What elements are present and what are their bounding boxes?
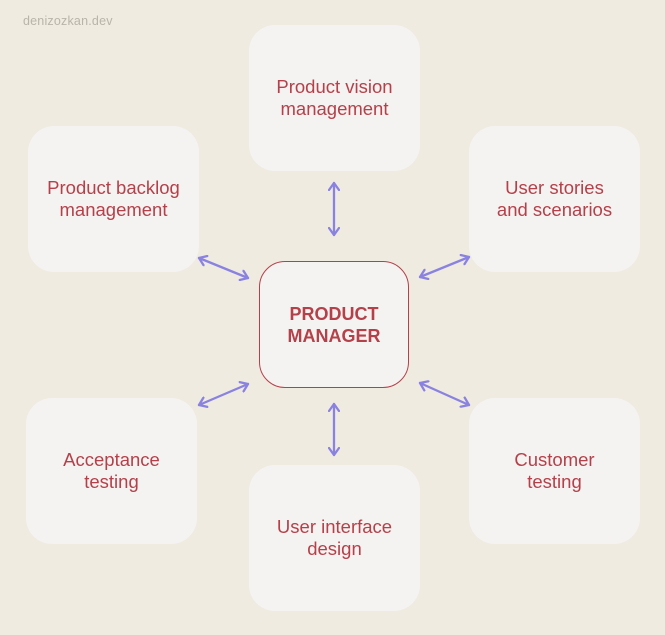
node-label: User stories and scenarios [496,177,613,220]
node-user-stories: User stories and scenarios [469,126,640,272]
node-label: Product vision management [276,76,393,119]
arrow-customer [418,383,471,405]
node-label: Customer testing [514,449,595,492]
arrow-backlog [197,258,250,278]
node-product-backlog: Product backlog management [28,126,199,272]
node-product-vision: Product vision management [249,25,420,171]
node-acceptance-testing: Acceptance testing [26,398,197,544]
watermark: denizozkan.dev [23,14,113,28]
center-label: PRODUCT MANAGER [287,303,381,346]
center-node-product-manager: PRODUCT MANAGER [259,261,409,388]
node-label: Acceptance testing [63,449,160,492]
node-label: Product backlog management [47,177,180,220]
node-customer-testing: Customer testing [469,398,640,544]
node-user-interface-design: User interface design [249,465,420,611]
arrow-acceptance [197,384,250,405]
arrow-stories [418,257,471,277]
node-label: User interface design [276,516,393,559]
